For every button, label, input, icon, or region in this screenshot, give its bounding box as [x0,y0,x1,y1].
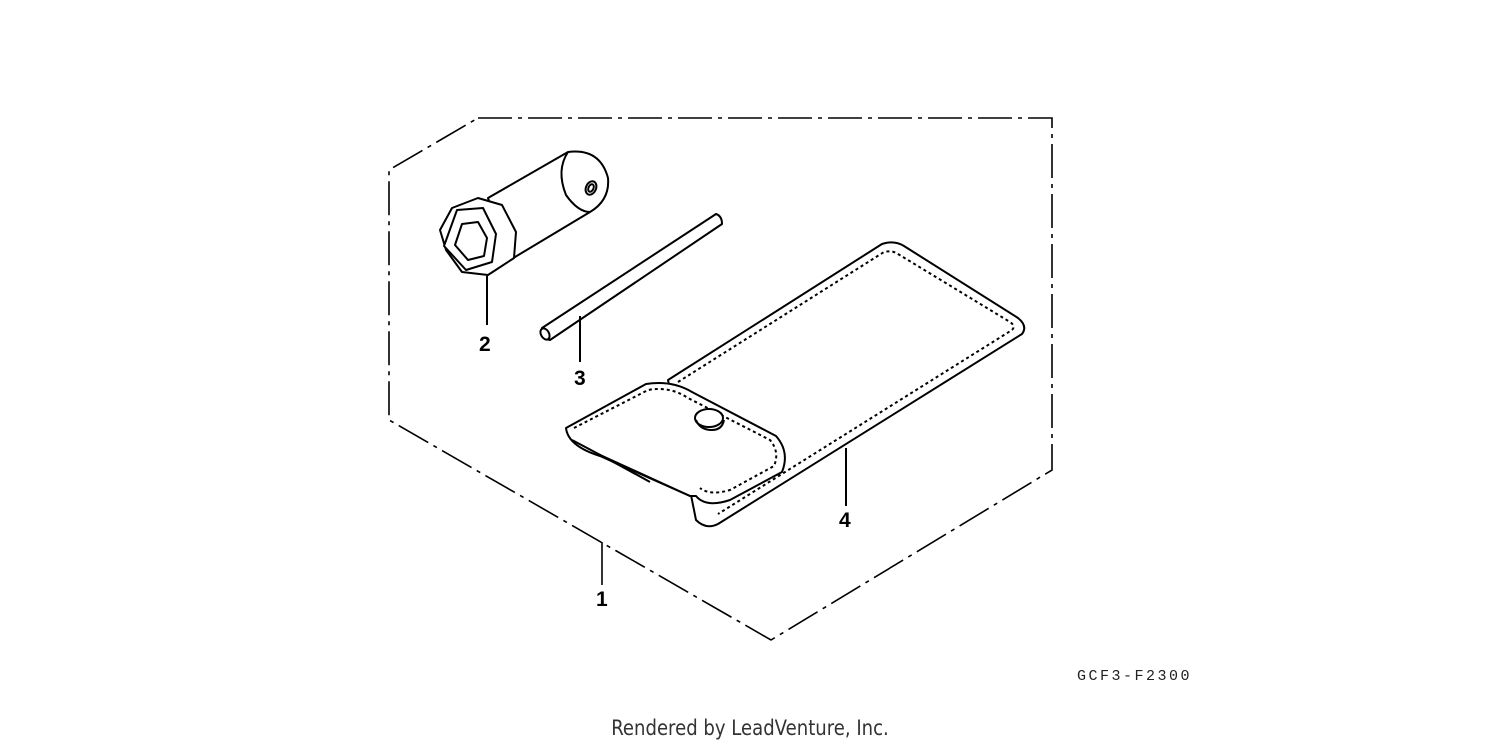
callout-tool-bag: 4 [839,509,851,532]
callout-kit: 1 [596,588,608,611]
kit-boundary [388,117,1053,641]
callout-handle-bar: 3 [574,367,586,390]
render-credit: Rendered by LeadVenture, Inc. [611,716,889,740]
callout-socket-wrench: 2 [479,333,491,356]
handle-bar [539,213,723,362]
diagram-code: GCF3-F2300 [1077,668,1193,685]
socket-wrench [439,150,610,325]
tool-bag [565,241,1026,528]
